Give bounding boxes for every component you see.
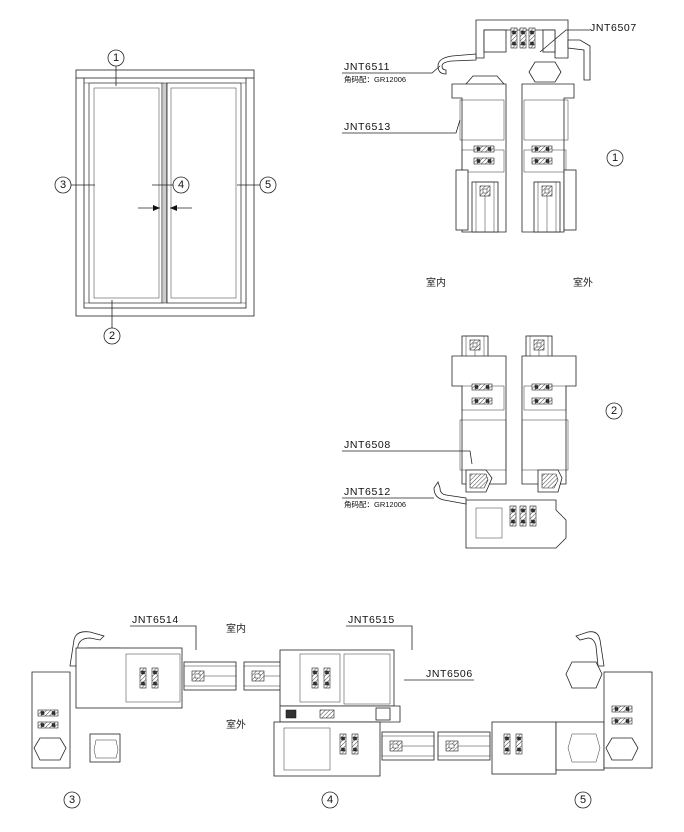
label-jnt6512: JNT6512	[344, 486, 391, 498]
marker-label-2: 2	[109, 330, 115, 342]
label-exterior: 室外	[573, 276, 593, 289]
marker-label-3: 3	[60, 179, 66, 191]
inner-frame	[83, 77, 247, 309]
marker-label-5: 5	[265, 179, 271, 191]
section-5-marker-label: 5	[580, 794, 586, 806]
mullion-arrows	[138, 205, 192, 211]
section-marker-1	[107, 49, 125, 67]
section-2-marker-label: 2	[611, 405, 617, 417]
section-1-marker-label: 1	[612, 152, 618, 164]
outer-frame	[75, 69, 255, 317]
label-jnt6513: JNT6513	[344, 121, 391, 133]
section-marker-4	[172, 176, 190, 194]
section-2-bottom: JNT6508 JNT6512 角码配：GR12006 2	[342, 335, 623, 549]
label-jnt6511-note: 角码配：GR12006	[344, 74, 406, 84]
section-marker-3	[54, 176, 72, 194]
marker-label-1: 1	[113, 52, 119, 64]
window-elevation: 1 2 3 4 5	[54, 49, 277, 345]
label-jnt6515: JNT6515	[348, 614, 395, 626]
label-jnt6511: JNT6511	[344, 61, 390, 73]
section-marker-4	[321, 791, 339, 809]
label-jnt6506: JNT6506	[426, 668, 473, 680]
section-marker-3	[63, 791, 81, 809]
section-marker-1	[606, 149, 624, 167]
left-sash	[88, 82, 165, 304]
section-4-marker-label: 4	[327, 794, 333, 806]
label-interior-horizontal: 室内	[226, 622, 246, 635]
section-marker-2	[103, 327, 121, 345]
marker-label-4: 4	[178, 179, 184, 191]
label-jnt6512-note: 角码配：GR12006	[344, 499, 406, 509]
label-jnt6507: JNT6507	[590, 22, 637, 34]
right-sash	[165, 82, 242, 304]
label-exterior-horizontal: 室外	[226, 718, 246, 731]
section-1-top: JNT6507 JNT6511 角码配：GR12006 JNT6513 1 室内…	[342, 19, 637, 289]
label-interior: 室内	[426, 276, 446, 289]
section-3-marker-label: 3	[69, 794, 75, 806]
label-jnt6508: JNT6508	[344, 439, 391, 451]
section-marker-5	[574, 791, 592, 809]
section-marker-2	[605, 402, 623, 420]
section-marker-5	[259, 176, 277, 194]
horizontal-section: JNT6514 JNT6515 JNT6506 室内 室外 3 4 5	[31, 614, 653, 809]
label-jnt6514: JNT6514	[132, 614, 179, 626]
